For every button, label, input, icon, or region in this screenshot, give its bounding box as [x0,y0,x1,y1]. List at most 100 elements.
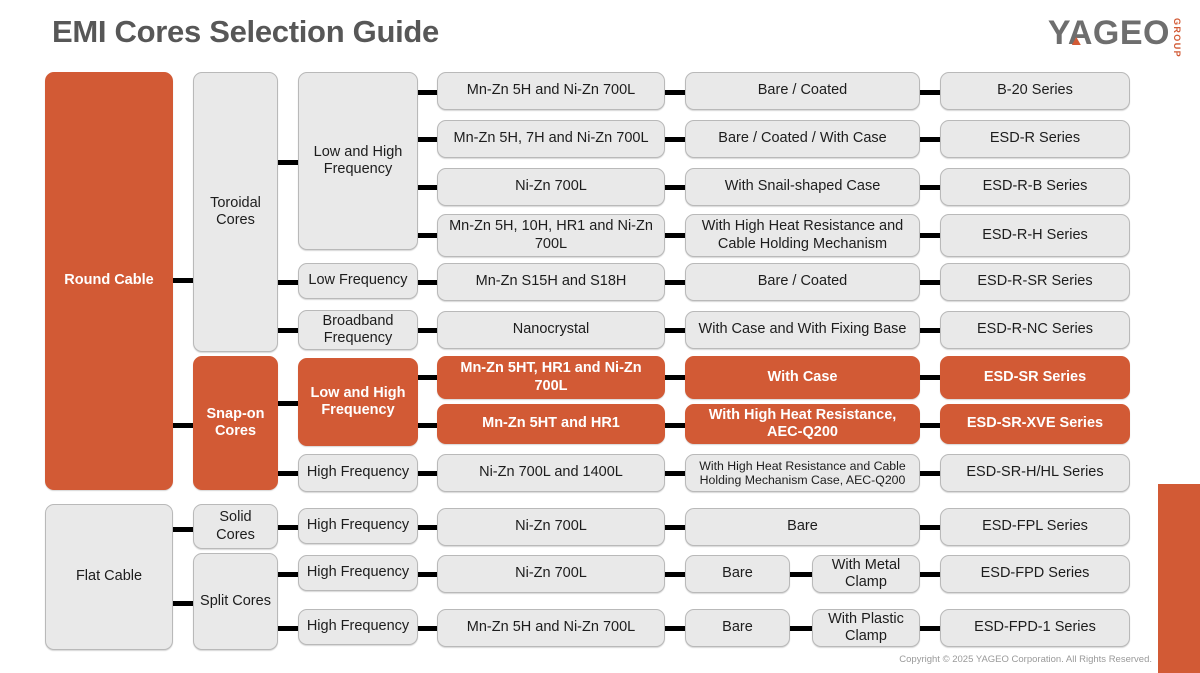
material-box[interactable]: Mn-Zn 5HT and HR1 [437,404,665,444]
series-label: ESD-FPD-1 Series [974,619,1096,636]
connector [416,572,438,577]
construction-label: With High Heat Resistance and Cable Hold… [699,458,906,488]
connector [919,328,941,333]
construction-box[interactable]: Bare / Coated [685,263,920,301]
construction-extra-box[interactable]: With Metal Clamp [812,555,920,593]
connector [919,375,941,380]
series-label: ESD-FPD Series [980,565,1090,582]
material-box[interactable]: Mn-Zn 5HT, HR1 and Ni-Zn 700L [437,356,665,399]
accent-bar [1158,484,1200,673]
construction-box[interactable]: With High Heat Resistance and Cable Hold… [685,454,920,492]
material-box[interactable]: Ni-Zn 700L [437,168,665,206]
material-box[interactable]: Nanocrystal [437,311,665,349]
connector [416,525,438,530]
construction-box[interactable]: Bare [685,609,790,647]
series-box[interactable]: ESD-SR Series [940,356,1130,399]
series-label: ESD-R-H Series [982,226,1088,243]
construction-box[interactable]: Bare [685,508,920,546]
connector [664,185,686,190]
frequency-high-snapon[interactable]: High Frequency [298,454,418,492]
core-type-split-cores[interactable]: Split Cores [193,553,278,650]
connector [664,375,686,380]
connector [664,328,686,333]
connector [416,280,438,285]
connector [416,328,438,333]
series-box[interactable]: ESD-R-SR Series [940,263,1130,301]
connector [664,572,686,577]
construction-extra-box[interactable]: With Plastic Clamp [812,609,920,647]
material-label: Mn-Zn 5HT and HR1 [482,415,620,432]
series-box[interactable]: ESD-R-B Series [940,168,1130,206]
frequency-high-solid[interactable]: High Frequency [298,508,418,544]
connector [664,423,686,428]
connector [276,280,298,285]
core-type-label: Split Cores [200,592,271,609]
connector [416,90,438,95]
frequency-broadband-toroidal[interactable]: Broadband Frequency [298,310,418,350]
construction-label: With High Heat Resistance and Cable Hold… [701,218,904,252]
core-type-label: Solid Cores [216,509,255,543]
material-label: Mn-Zn S15H and S18H [475,273,627,290]
frequency-low-and-high-snapon[interactable]: Low and High Frequency [298,358,418,446]
series-box[interactable]: ESD-FPD Series [940,555,1130,593]
material-box[interactable]: Mn-Zn 5H, 10H, HR1 and Ni-Zn 700L [437,214,665,257]
construction-label: Bare / Coated [757,273,848,290]
construction-box[interactable]: Bare / Coated / With Case [685,120,920,158]
frequency-low-and-high-toroidal[interactable]: Low and High Frequency [298,72,418,250]
series-label: ESD-R-NC Series [976,321,1093,338]
connector [276,471,298,476]
connector [416,471,438,476]
series-box[interactable]: B-20 Series [940,72,1130,110]
construction-extra-label: With Plastic Clamp [828,610,904,644]
construction-box[interactable]: Bare / Coated [685,72,920,110]
construction-label: Bare [722,565,753,582]
construction-box[interactable]: Bare [685,555,790,593]
construction-box[interactable]: With Case [685,356,920,399]
connector [171,601,193,606]
cable-type-round-cable[interactable]: Round Cable [45,72,173,490]
material-label: Mn-Zn 5H and Ni-Zn 700L [466,82,636,99]
construction-box[interactable]: With High Heat Resistance and Cable Hold… [685,214,920,257]
frequency-low-toroidal[interactable]: Low Frequency [298,263,418,299]
core-type-snap-on-cores[interactable]: Snap-on Cores [193,356,278,490]
construction-box[interactable]: With High Heat Resistance, AEC-Q200 [685,404,920,444]
connector [276,572,298,577]
logo-group-label: GROUP [1172,18,1182,59]
material-box[interactable]: Mn-Zn S15H and S18H [437,263,665,301]
construction-box[interactable]: With Case and With Fixing Base [685,311,920,349]
series-box[interactable]: ESD-SR-H/HL Series [940,454,1130,492]
construction-box[interactable]: With Snail-shaped Case [685,168,920,206]
construction-label: With High Heat Resistance, AEC-Q200 [708,406,897,440]
material-box[interactable]: Mn-Zn 5H and Ni-Zn 700L [437,609,665,647]
series-label: ESD-SR-XVE Series [966,415,1104,432]
construction-extra-label: With Metal Clamp [831,556,901,590]
material-box[interactable]: Ni-Zn 700L and 1400L [437,454,665,492]
core-type-label: Toroidal Cores [210,194,261,228]
material-box[interactable]: Ni-Zn 700L [437,555,665,593]
connector [276,626,298,631]
series-box[interactable]: ESD-FPL Series [940,508,1130,546]
frequency-high-split-1[interactable]: High Frequency [298,555,418,591]
frequency-high-split-2[interactable]: High Frequency [298,609,418,645]
series-box[interactable]: ESD-R-H Series [940,214,1130,257]
material-label: Ni-Zn 700L [515,178,587,195]
connector [664,90,686,95]
core-type-toroidal-cores[interactable]: Toroidal Cores [193,72,278,352]
material-label: Mn-Zn 5H, 10H, HR1 and Ni-Zn 700L [449,218,653,252]
material-box[interactable]: Mn-Zn 5H, 7H and Ni-Zn 700L [437,120,665,158]
material-box[interactable]: Mn-Zn 5H and Ni-Zn 700L [437,72,665,110]
frequency-label: Low and High Frequency [313,143,403,177]
series-box[interactable]: ESD-R-NC Series [940,311,1130,349]
cable-type-flat-cable[interactable]: Flat Cable [45,504,173,650]
logo-accent-triangle-icon [1071,37,1081,45]
core-type-solid-cores[interactable]: Solid Cores [193,504,278,549]
connector [919,233,941,238]
series-box[interactable]: ESD-SR-XVE Series [940,404,1130,444]
connector [919,185,941,190]
construction-label: With Snail-shaped Case [724,178,881,195]
series-box[interactable]: ESD-R Series [940,120,1130,158]
series-box[interactable]: ESD-FPD-1 Series [940,609,1130,647]
material-box[interactable]: Ni-Zn 700L [437,508,665,546]
series-label: ESD-FPL Series [982,518,1088,535]
connector [919,525,941,530]
